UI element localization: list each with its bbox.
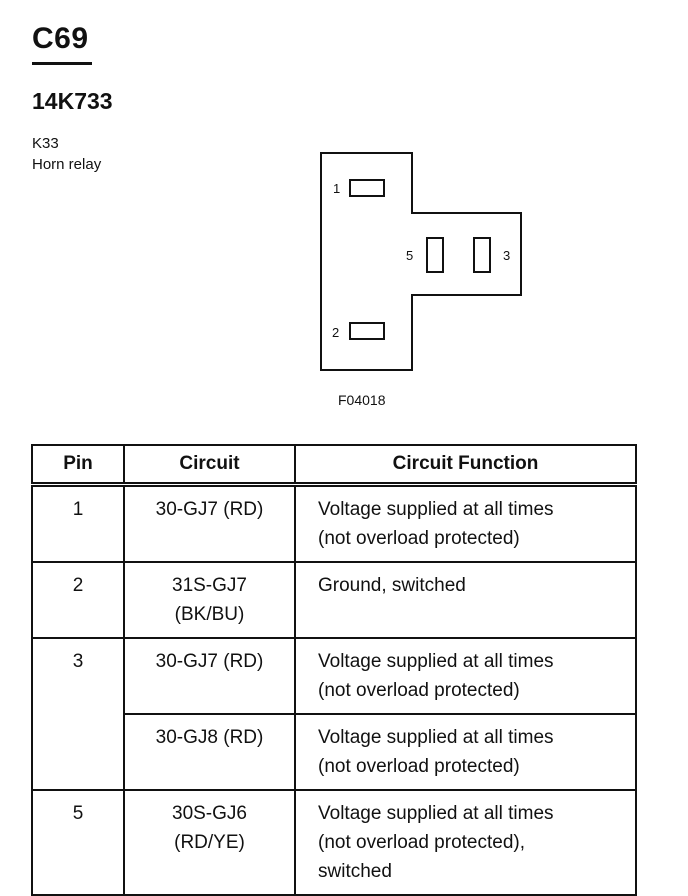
figure-id: F04018	[338, 392, 386, 408]
connector-outline	[320, 152, 522, 371]
terminal-5	[426, 237, 444, 273]
connector-face-diagram: 1 2 5 3	[320, 152, 522, 371]
circuit-line: 30-GJ7 (RD)	[155, 651, 264, 672]
component-code: K33	[32, 135, 59, 152]
circuit-line: 30-GJ7 (RD)	[155, 499, 264, 520]
pin-cell: 2	[31, 561, 125, 639]
pin-cell: 5	[31, 789, 125, 896]
function-line: switched	[318, 861, 392, 882]
col-header-function: Circuit Function	[294, 444, 637, 486]
function-line: Ground, switched	[318, 575, 466, 596]
pin-label-3: 3	[503, 248, 510, 263]
pin-table: Pin Circuit Circuit Function 1 30-GJ7 (R…	[31, 444, 637, 896]
function-line: (not overload protected)	[318, 528, 520, 549]
function-line: Voltage supplied at all times	[318, 651, 554, 672]
function-cell: Voltage supplied at all times (not overl…	[294, 482, 637, 563]
function-line: (not overload protected)	[318, 680, 520, 701]
terminal-3	[473, 237, 491, 273]
function-cell: Voltage supplied at all times (not overl…	[294, 713, 637, 791]
function-line: Voltage supplied at all times	[318, 803, 554, 824]
table-row: 1 30-GJ7 (RD) Voltage supplied at all ti…	[31, 482, 637, 563]
pin-label-1: 1	[333, 181, 340, 196]
circuit-cell: 31S-GJ7 (BK/BU)	[123, 561, 296, 639]
table-header-row: Pin Circuit Circuit Function	[31, 444, 637, 486]
table-row: 30-GJ8 (RD) Voltage supplied at all time…	[32, 713, 637, 791]
col-header-pin: Pin	[31, 444, 125, 486]
function-line: Voltage supplied at all times	[318, 727, 554, 748]
circuit-line: 30S-GJ6	[172, 803, 247, 824]
pin-label-5: 5	[406, 248, 413, 263]
circuit-line: (RD/YE)	[174, 832, 245, 853]
function-line: (not overload protected)	[318, 756, 520, 777]
table-row: 5 30S-GJ6 (RD/YE) Voltage supplied at al…	[31, 789, 637, 896]
function-cell: Voltage supplied at all times (not overl…	[294, 789, 637, 896]
function-line: (not overload protected),	[318, 832, 526, 853]
circuit-cell: 30S-GJ6 (RD/YE)	[123, 789, 296, 896]
table-row: 3 30-GJ7 (RD) Voltage supplied at all ti…	[31, 637, 637, 791]
circuit-cell: 30-GJ7 (RD)	[123, 482, 296, 563]
circuit-line: (BK/BU)	[174, 604, 245, 625]
function-cell: Voltage supplied at all times (not overl…	[294, 637, 637, 715]
circuit-cell: 30-GJ7 (RD)	[123, 637, 296, 715]
function-cell: Ground, switched	[294, 561, 637, 639]
pin-cell: 1	[31, 482, 125, 563]
connector-id-underline	[32, 62, 92, 65]
terminal-2	[349, 322, 385, 340]
pin-cell: 3	[31, 637, 125, 791]
connector-id: C69	[32, 22, 89, 55]
part-number: 14K733	[32, 88, 113, 114]
pin-label-2: 2	[332, 325, 339, 340]
col-header-circuit: Circuit	[123, 444, 296, 486]
terminal-1	[349, 179, 385, 197]
function-line: Voltage supplied at all times	[318, 499, 554, 520]
table-row: 2 31S-GJ7 (BK/BU) Ground, switched	[31, 561, 637, 639]
circuit-cell: 30-GJ8 (RD)	[123, 713, 296, 791]
component-name: Horn relay	[32, 156, 102, 173]
circuit-line: 30-GJ8 (RD)	[155, 727, 264, 748]
circuit-line: 31S-GJ7	[172, 575, 247, 596]
